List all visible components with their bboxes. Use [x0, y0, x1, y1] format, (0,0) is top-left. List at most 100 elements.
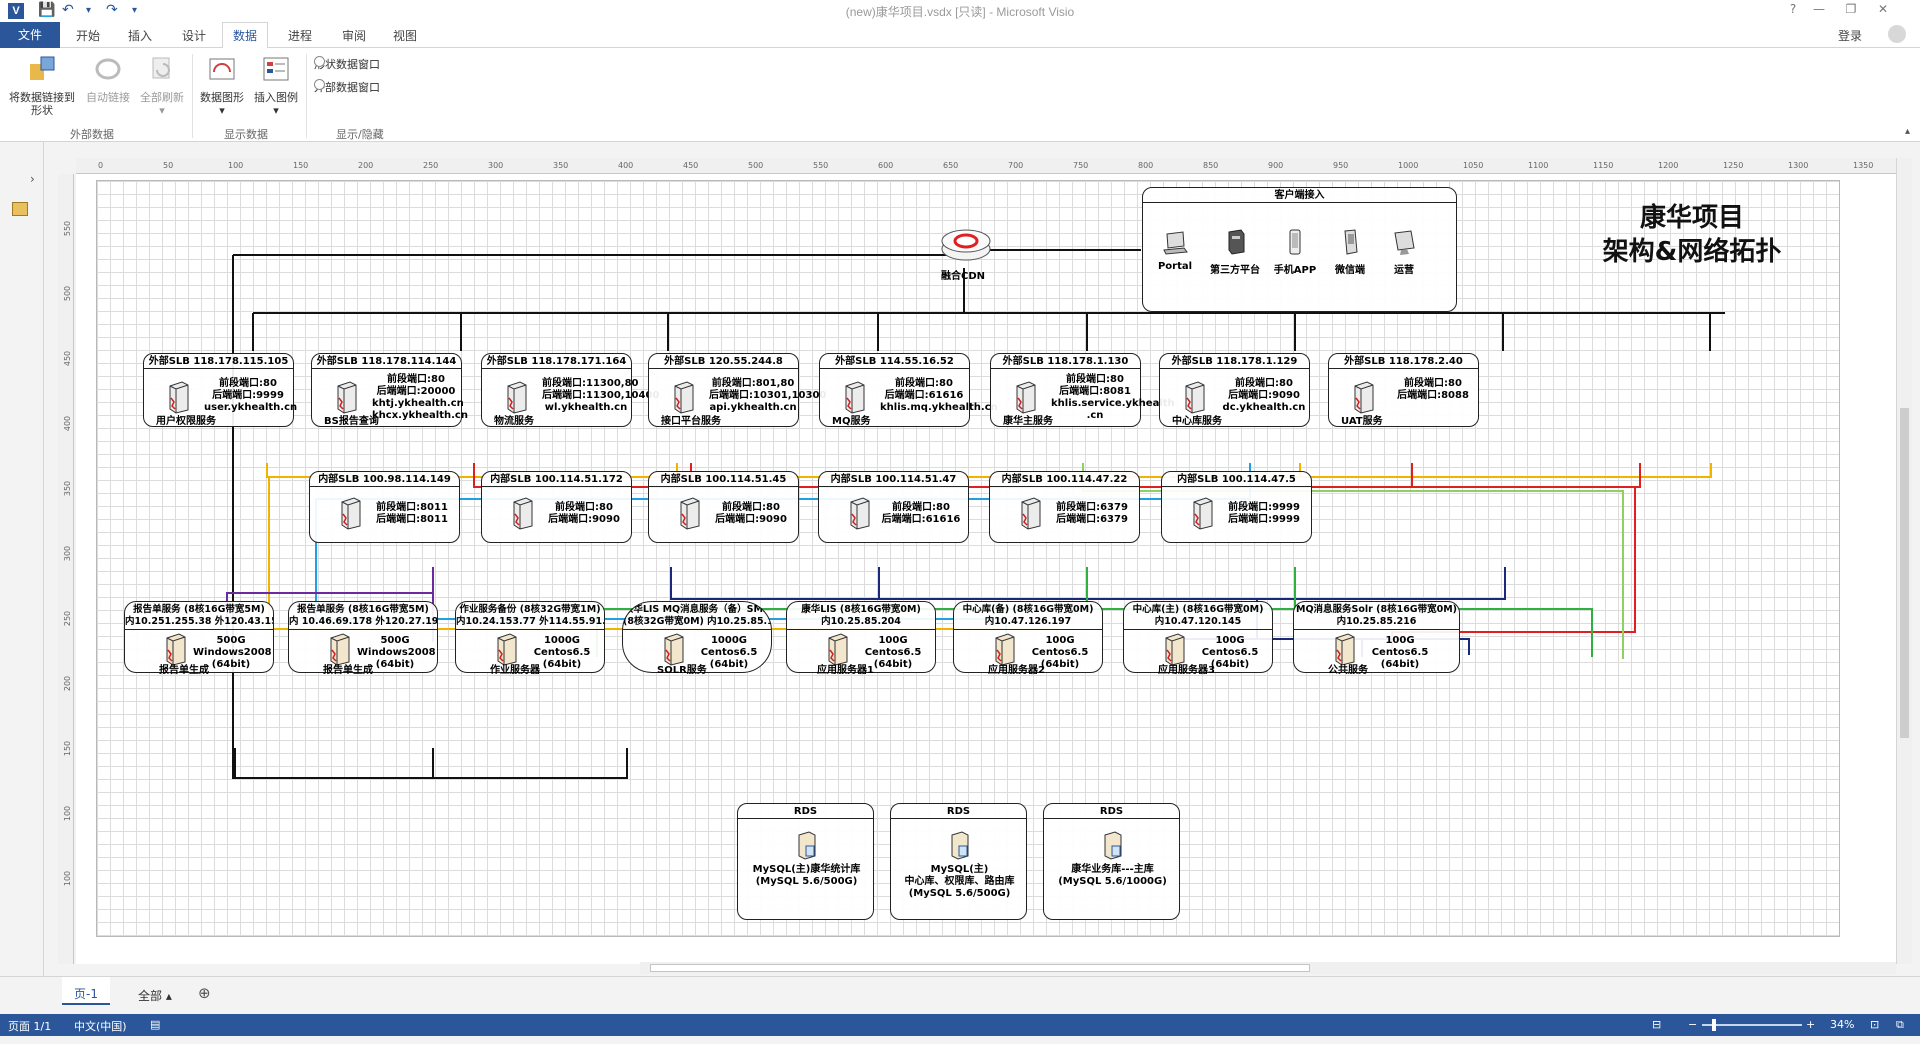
- server-box[interactable]: 报告单服务 (8核16G带宽5M)内 10.46.69.178 外120.27.…: [288, 601, 438, 676]
- link-data-button[interactable]: 将数据链接到形状: [4, 54, 80, 117]
- zoom-out-icon[interactable]: −: [1688, 1018, 1698, 1031]
- visio-app-icon[interactable]: V: [8, 3, 24, 19]
- shape-data-window-checkbox[interactable]: 形状数据窗口: [314, 56, 380, 71]
- avatar[interactable]: [1888, 25, 1906, 43]
- ruler-tick-label: 450: [63, 350, 73, 367]
- switch-windows-icon[interactable]: ⧉: [1896, 1018, 1904, 1031]
- port-line: khcx.ykhealth.cn: [372, 410, 468, 421]
- database-server-icon: [951, 831, 969, 860]
- help-button[interactable]: ?: [1789, 2, 1797, 16]
- server-ip: 内10.47.126.197: [984, 616, 1072, 627]
- external-data-window-checkbox[interactable]: 外部数据窗口: [314, 79, 380, 94]
- save-icon[interactable]: 💾: [38, 2, 56, 18]
- ruler-tick-label: 750: [1073, 161, 1089, 170]
- tab-view[interactable]: 视图: [393, 29, 418, 43]
- slb-title: 外部SLB 118.178.1.129: [1160, 354, 1309, 369]
- ruler-tick-label: 1350: [1853, 161, 1874, 170]
- server-box[interactable]: 报告单服务 (8核16G带宽5M)内10.251.255.38 外120.43.…: [124, 601, 274, 676]
- sign-in-link[interactable]: 登录: [1837, 29, 1862, 43]
- add-page-button[interactable]: ⊕: [198, 984, 211, 1002]
- port-line: .cn: [1086, 410, 1104, 421]
- scroll-thumb[interactable]: [650, 964, 1310, 972]
- port-line: 后端端口:10301,10300: [709, 390, 827, 401]
- shapes-icon[interactable]: [12, 202, 28, 216]
- all-pages-tab[interactable]: 全部 ▴: [138, 989, 172, 1003]
- ruler-tick-label: 250: [63, 610, 73, 627]
- collapse-ribbon-icon[interactable]: ▴: [1904, 126, 1910, 137]
- zoom-in-icon[interactable]: +: [1806, 1018, 1816, 1031]
- tab-file[interactable]: 文件: [0, 22, 60, 48]
- close-button[interactable]: ✕: [1877, 2, 1889, 16]
- group-label-display: 显示数据: [224, 128, 268, 141]
- undo-dropdown-icon[interactable]: ▾: [86, 5, 92, 16]
- minimize-button[interactable]: —: [1813, 2, 1825, 16]
- ruler-tick-label: 900: [1268, 161, 1284, 170]
- macro-icon[interactable]: ▤: [150, 1018, 161, 1031]
- tab-home[interactable]: 开始: [76, 29, 101, 43]
- rds-line: MySQL(主)康华统计库: [752, 864, 861, 875]
- os-arch: (64bit): [1040, 659, 1080, 670]
- group-divider: [306, 54, 307, 138]
- redo-icon[interactable]: ↷: [106, 2, 118, 18]
- os-name: Windows2008: [193, 647, 272, 658]
- ruler-tick-label: 1300: [1788, 161, 1809, 170]
- language-indicator[interactable]: 中文(中国): [74, 1020, 127, 1033]
- page-indicator[interactable]: 页面 1/1: [8, 1020, 52, 1033]
- os-arch: (64bit): [211, 659, 251, 670]
- restore-button[interactable]: ❐: [1845, 2, 1857, 16]
- fit-window-icon[interactable]: ⊡: [1870, 1018, 1880, 1031]
- auto-link-button[interactable]: 自动链接: [82, 54, 134, 104]
- vertical-scrollbar[interactable]: [1896, 158, 1912, 964]
- drawing-canvas[interactable]: 康华项目 架构&网络拓扑 融合CDN 客户端接入 Portal 第三方平台 手机…: [76, 174, 1896, 964]
- tab-data[interactable]: 数据: [222, 22, 269, 49]
- server-ip: 内10.24.153.77 外114.55.91.108: [456, 616, 604, 627]
- server-box[interactable]: 作业服务备份 (8核32G带宽1M)内10.24.153.77 外114.55.…: [455, 601, 605, 676]
- ruler-tick-label: 1150: [1593, 161, 1614, 170]
- refresh-all-button[interactable]: 全部刷新 ▾: [136, 54, 188, 117]
- server-title: 作业服务备份 (8核32G带宽1M)内10.24.153.77 外114.55.…: [456, 602, 604, 630]
- tab-design[interactable]: 设计: [182, 29, 207, 43]
- zoom-slider-handle[interactable]: [1712, 1019, 1716, 1031]
- drawing-page[interactable]: 康华项目 架构&网络拓扑 融合CDN 客户端接入 Portal 第三方平台 手机…: [96, 180, 1840, 937]
- customize-qat-icon[interactable]: ▾: [132, 5, 138, 16]
- page-tab-1[interactable]: 页-1: [62, 977, 110, 1005]
- horizontal-scrollbar[interactable]: [640, 962, 1896, 974]
- insert-legend-button[interactable]: 插入图例 ▾: [250, 54, 302, 117]
- title-line-1: 康华项目: [1639, 203, 1744, 233]
- undo-icon[interactable]: ↶: [62, 2, 74, 18]
- zoom-slider[interactable]: [1702, 1024, 1802, 1026]
- scroll-thumb[interactable]: [1900, 408, 1909, 738]
- zoom-level[interactable]: 34%: [1830, 1018, 1855, 1031]
- tab-insert[interactable]: 插入: [128, 29, 153, 43]
- tab-process[interactable]: 进程: [288, 29, 313, 43]
- expand-panel-icon[interactable]: ›: [30, 172, 35, 186]
- data-graphics-button[interactable]: 数据图形 ▾: [196, 54, 248, 117]
- server-icon: [680, 497, 700, 530]
- server-box[interactable]: 康华LIS MQ消息服务（备）SMB(8核32G带宽0M) 内10.25.85.…: [622, 601, 772, 676]
- tab-review[interactable]: 审阅: [342, 29, 367, 43]
- fit-page-icon[interactable]: ⊟: [1652, 1018, 1662, 1031]
